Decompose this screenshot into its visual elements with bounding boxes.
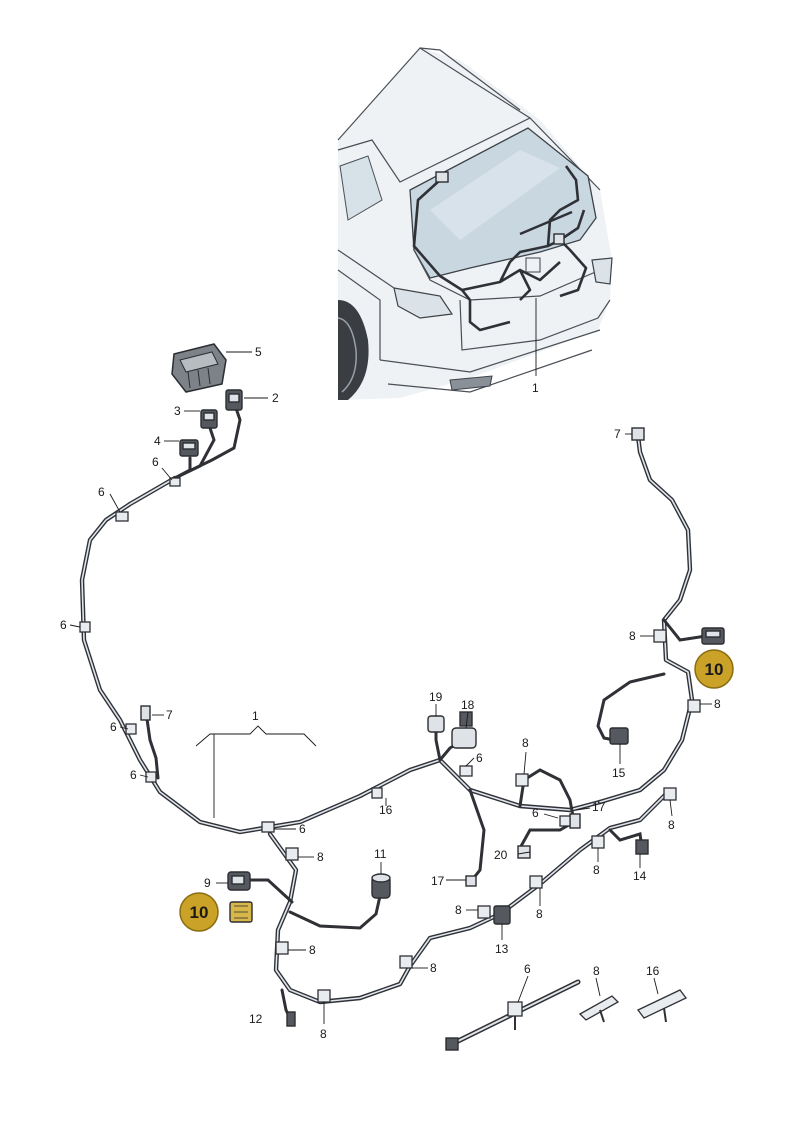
callout-6d: 6 <box>110 720 117 734</box>
callout-9: 9 <box>204 876 211 890</box>
connector-17-lower <box>465 875 477 887</box>
callout-2: 2 <box>272 391 279 405</box>
callout-8c: 8 <box>668 818 675 832</box>
callout-17b: 17 <box>431 874 445 888</box>
callout-labels: 5 2 3 4 6 6 6 7 6 6 1 7 8 8 8 8 14 15 17… <box>60 345 721 1041</box>
callout-8d: 8 <box>593 863 600 877</box>
callout-8f: 8 <box>317 850 324 864</box>
callout-1-harness: 1 <box>252 709 259 723</box>
callout-17a: 17 <box>592 800 606 814</box>
loose-part-8-holder <box>578 995 620 1023</box>
connector-18 <box>451 711 477 749</box>
callout-7-left: 7 <box>166 708 173 722</box>
callout-15: 15 <box>612 766 626 780</box>
callout-4: 4 <box>154 434 161 448</box>
leader-lines <box>69 351 712 1024</box>
callout-3: 3 <box>174 404 181 418</box>
callout-6e: 6 <box>130 768 137 782</box>
callout-6g: 6 <box>476 751 483 765</box>
car-rear-illustration <box>337 47 613 400</box>
callout-6c: 6 <box>60 618 67 632</box>
callout-6b: 6 <box>98 485 105 499</box>
svg-text:10: 10 <box>190 903 209 922</box>
connector-19 <box>427 715 445 733</box>
callout-11: 11 <box>374 847 387 861</box>
callout-1-car: 1 <box>532 381 539 395</box>
connector-2 <box>225 389 243 411</box>
callout-8j: 8 <box>455 903 462 917</box>
callout-8l: 8 <box>593 964 600 978</box>
callout-14: 14 <box>633 869 647 883</box>
connector-10-right <box>701 627 725 645</box>
bracket-callout-1 <box>195 725 317 818</box>
connector-14 <box>635 839 649 855</box>
callout-8i: 8 <box>320 1027 327 1041</box>
connector-11-sensor <box>371 873 391 899</box>
callout-6f: 6 <box>532 806 539 820</box>
highlight-badge-10-right: 10 <box>694 649 734 689</box>
callout-13: 13 <box>495 942 509 956</box>
connector-9 <box>227 871 251 891</box>
main-harness-trunk <box>79 406 708 1027</box>
callout-8b: 8 <box>714 697 721 711</box>
callout-6a: 6 <box>152 455 159 469</box>
callout-16b: 16 <box>646 964 660 978</box>
connector-7-left <box>140 705 151 721</box>
callout-6h: 6 <box>299 822 306 836</box>
callout-6i: 6 <box>524 962 531 976</box>
connector-7-top-right <box>631 427 645 441</box>
cable-clips <box>79 477 701 1003</box>
connector-3 <box>200 409 218 429</box>
connector-17-upper <box>569 813 581 829</box>
highlight-badge-10-left: 10 <box>179 892 219 932</box>
loose-part-16-holder <box>637 989 687 1023</box>
callout-8k: 8 <box>536 907 543 921</box>
loose-part-6-cable-tie <box>445 979 581 1051</box>
connector-13 <box>493 905 511 925</box>
callout-5: 5 <box>255 345 262 359</box>
part-5-relay-carrier <box>171 343 227 393</box>
callout-18: 18 <box>461 698 475 712</box>
callout-19: 19 <box>429 690 443 704</box>
connector-15 <box>609 727 629 745</box>
callout-7-right: 7 <box>614 427 621 441</box>
callout-8h: 8 <box>430 961 437 975</box>
svg-text:10: 10 <box>705 660 724 679</box>
callout-8g: 8 <box>309 943 316 957</box>
callout-8a: 8 <box>629 629 636 643</box>
callout-20: 20 <box>494 848 508 862</box>
connector-4 <box>179 439 199 457</box>
callout-16a: 16 <box>379 803 393 817</box>
callout-12: 12 <box>249 1012 263 1026</box>
callout-8e: 8 <box>522 736 529 750</box>
connector-10-left <box>229 901 253 923</box>
